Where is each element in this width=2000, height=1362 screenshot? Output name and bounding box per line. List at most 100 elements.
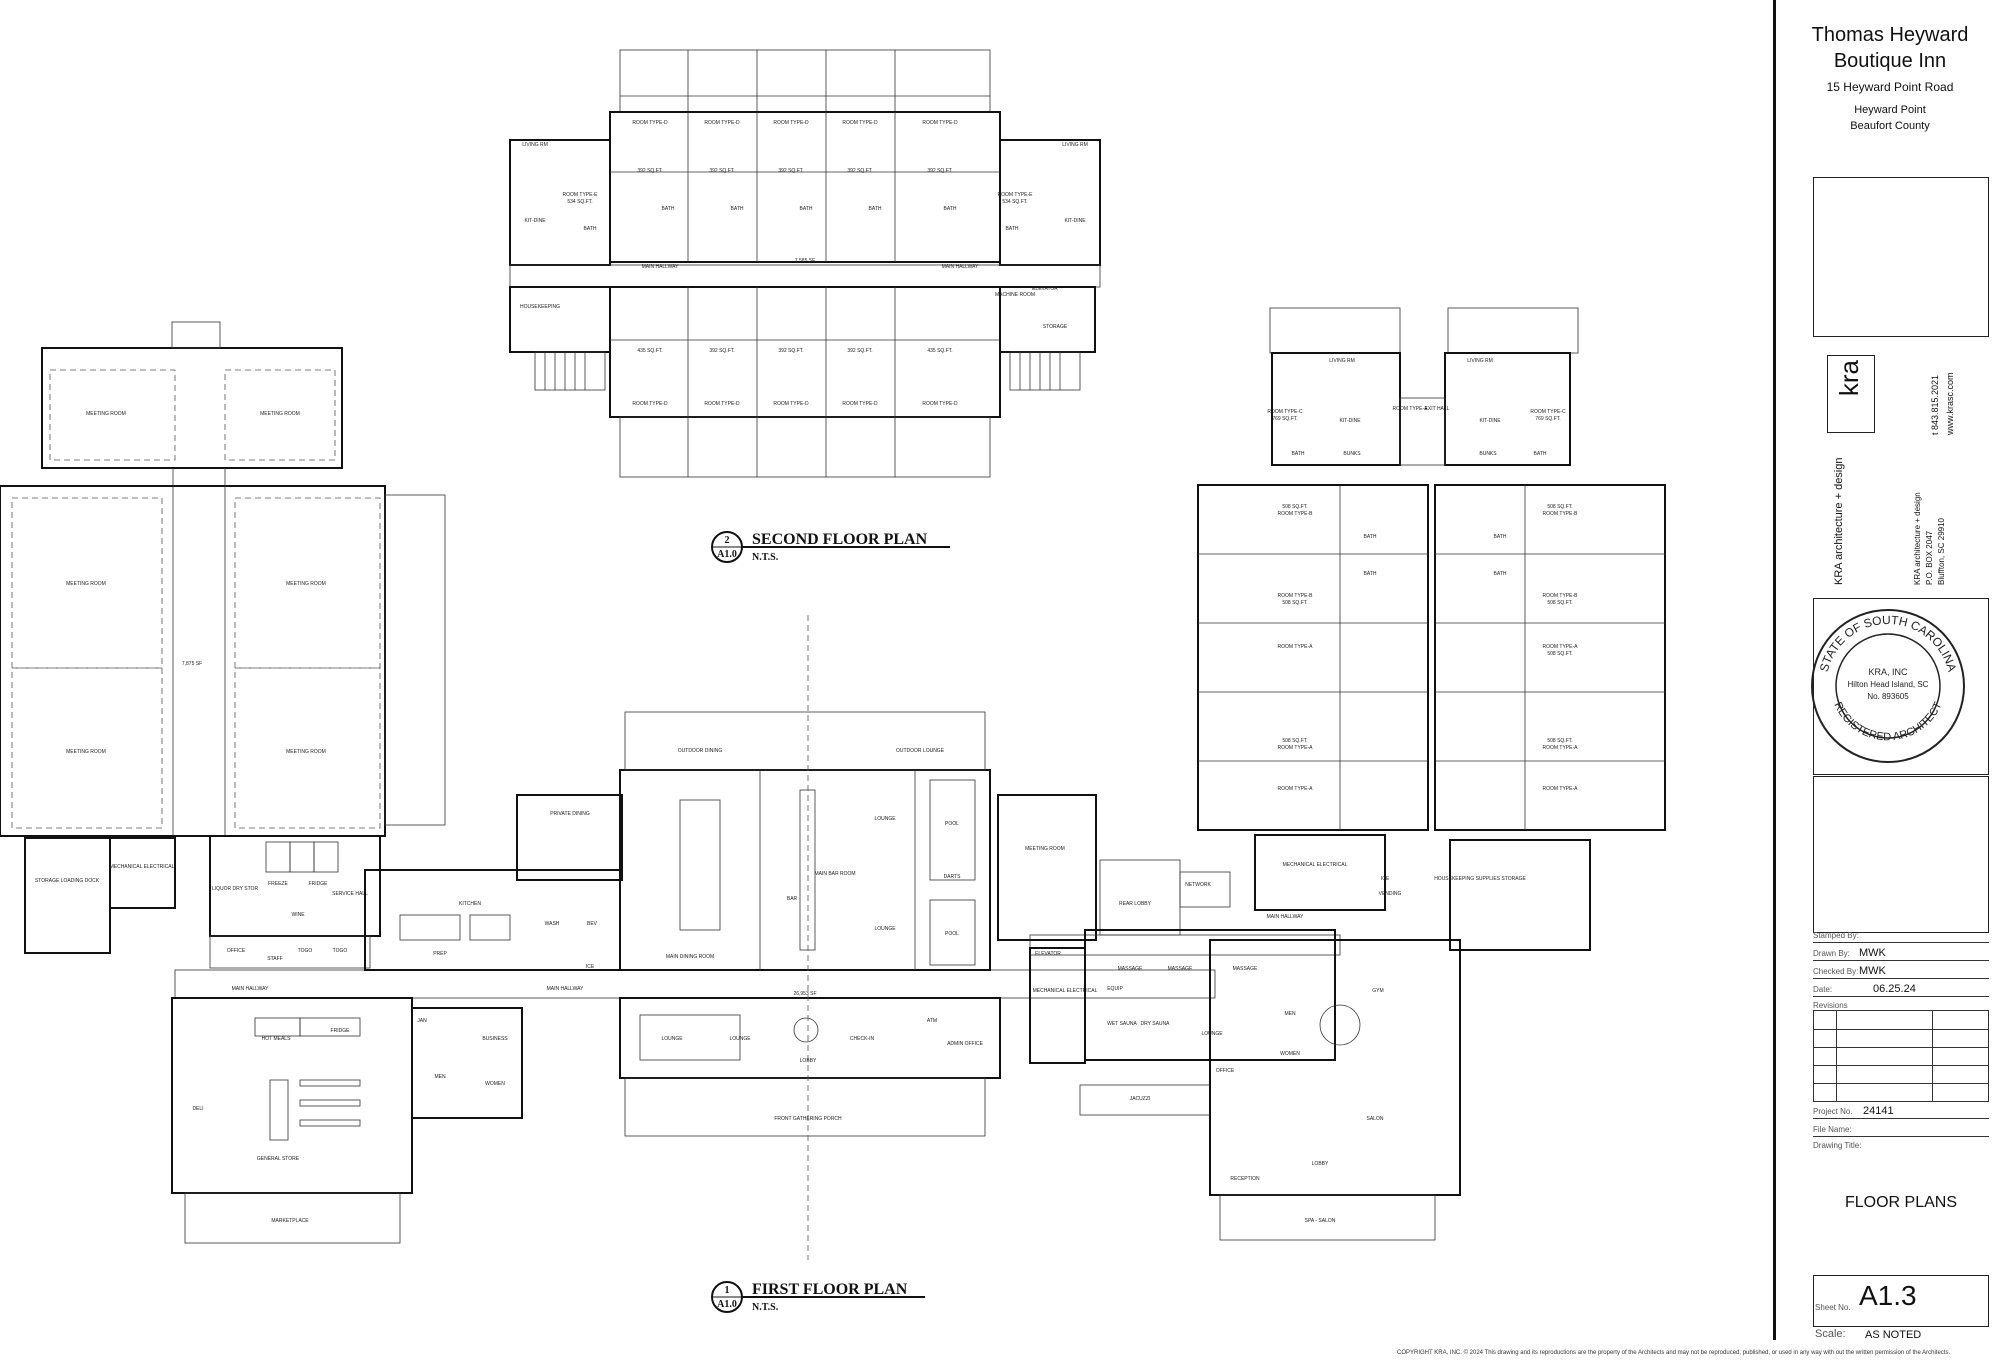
kra-logo-text: kra — [1834, 360, 1864, 397]
housekeeping-storage — [1449, 839, 1591, 951]
room-label-room-b: ROOM TYPE-B — [1543, 593, 1579, 599]
room-label-bath: BATH — [1292, 451, 1305, 457]
meeting-terrace — [384, 494, 446, 826]
drawn-by-value: MWK — [1859, 947, 1886, 959]
room-label-main-bar: MAIN BAR ROOM — [814, 871, 855, 877]
room-label-room-d: ROOM TYPE-D — [922, 120, 958, 126]
date-value: 06.25.24 — [1873, 983, 1916, 995]
room-label-elevator: ELEVATOR — [1035, 951, 1061, 957]
room-label-hallway: MAIN HALLWAY — [1267, 914, 1305, 920]
room-label-room-a: ROOM TYPE-A — [1278, 644, 1314, 650]
room-label-staff: STAFF — [267, 956, 282, 962]
room-label-service-hall: SERVICE HALL — [332, 891, 368, 897]
scale-label: Scale: — [1815, 1328, 1846, 1340]
room-label-room-d: ROOM TYPE-D — [704, 401, 740, 407]
room-label-exit-hall: EXIT HALL — [1425, 406, 1450, 412]
room-label-rear-lobby: REAR LOBBY — [1119, 901, 1152, 907]
drawing-title: FLOOR PLANS — [1844, 1194, 1958, 1211]
room-label-meeting: MEETING ROOM — [1025, 846, 1065, 852]
private-dining-room — [516, 794, 623, 881]
room-label-kit-dine: KIT-DINE — [524, 218, 546, 224]
room-label-hot-meals: HOT MEALS — [262, 1036, 291, 1042]
room-label-bath: BATH — [800, 206, 813, 212]
room-area-label: 392 SQ.FT. — [778, 168, 803, 174]
svg-text:STATE OF SOUTH CAROLINA: STATE OF SOUTH CAROLINA — [1817, 613, 1959, 673]
revisions-row: Revisions — [1813, 1001, 1848, 1010]
room-label-living: LIVING RM — [1467, 358, 1493, 364]
room-area-label: 392 SQ.FT. — [637, 168, 662, 174]
room-label-meeting: MEETING ROOM — [86, 411, 126, 417]
room-label-lobby: LOBBY — [1312, 1161, 1329, 1167]
room-label-meeting: MEETING ROOM — [286, 581, 326, 587]
room-label-ice: ICE — [1381, 876, 1390, 882]
room-area-label: 435 SQ.FT. — [927, 348, 952, 354]
room-label-bath: BATH — [1006, 226, 1019, 232]
second-floor-north-wing — [609, 111, 1001, 263]
file-name-row: File Name: — [1813, 1118, 1989, 1137]
second-floor-title: 2 A1.0 SECOND FLOOR PLAN N.T.S. — [711, 531, 950, 563]
housekeeping-room — [509, 286, 611, 353]
outdoor-dining-terrace — [624, 711, 986, 771]
room-label-bath: BATH — [662, 206, 675, 212]
room-label-meeting: MEETING ROOM — [260, 411, 300, 417]
room-label-living: LIVING RM — [1329, 358, 1355, 364]
room-label-lounge: LOUNGE — [874, 926, 896, 932]
room-label-bath: BATH — [1494, 571, 1507, 577]
room-label-main-dining: MAIN DINING ROOM — [666, 954, 714, 960]
meeting-room-east — [997, 794, 1097, 941]
room-label-vending: VENDING — [1379, 891, 1402, 897]
room-label-meeting: MEETING ROOM — [286, 749, 326, 755]
blank-box-2 — [1813, 776, 1989, 933]
room-label-room-a: ROOM TYPE-A — [1543, 644, 1579, 650]
checked-by-value: MWK — [1859, 965, 1886, 977]
room-label-room-d: ROOM TYPE-D — [773, 401, 809, 407]
room-label-equip: EQUIP — [1107, 986, 1123, 992]
room-area-label: 769 SQ.FT. — [1272, 416, 1297, 422]
room-area-label: 392 SQ.FT. — [847, 168, 872, 174]
mech-elec-east — [1254, 834, 1386, 911]
project-location-1: Heyward Point — [1854, 104, 1926, 116]
room-label-massage: MASSAGE — [1233, 966, 1258, 972]
stamp-line-3: No. 893605 — [1867, 692, 1909, 701]
room-label-wet-sauna: WET SAUNA — [1107, 1021, 1137, 1027]
stamp-outer-text: STATE OF SOUTH CAROLINA — [1817, 613, 1959, 673]
drawing-title-row: Drawing Title: — [1813, 1141, 1862, 1150]
plan-scale: N.T.S. — [752, 1302, 779, 1313]
date-row: Date:06.25.24 — [1813, 978, 1989, 997]
svg-text:REGISTERED ARCHITECT: REGISTERED ARCHITECT — [1831, 700, 1944, 743]
room-area-label: 508 SQ.FT. — [1547, 651, 1572, 657]
plan-title: FIRST FLOOR PLAN — [752, 1281, 908, 1298]
restrooms-business — [411, 1007, 523, 1119]
room-area-label: 508 SQ.FT. — [1547, 600, 1572, 606]
stamp-box — [1813, 598, 1989, 775]
room-label-office: OFFICE — [227, 948, 246, 954]
room-label-jacuzzi: JACUZZI — [1130, 1096, 1151, 1102]
room-label-lounge: LOUNGE — [874, 816, 896, 822]
room-label-housekeeping-storage: HOUSEKEEPING SUPPLIES STORAGE — [1434, 876, 1526, 882]
room-label-room-a: ROOM TYPE-A — [1278, 786, 1314, 792]
room-label-kitchen: KITCHEN — [459, 901, 481, 907]
room-label-room-d: ROOM TYPE-D — [922, 401, 958, 407]
room-label-wine: WINE — [291, 912, 305, 918]
blank-box — [1813, 177, 1989, 337]
room-label-storage: STORAGE — [1043, 324, 1068, 330]
room-label-mech-elec: MECHANICAL ELECTRICAL — [1283, 862, 1348, 868]
room-area-label: 508 SQ.FT. — [1282, 504, 1307, 510]
room-area-label: 508 SQ.FT. — [1547, 738, 1572, 744]
room-label-kit-dine: KIT-DINE — [1064, 218, 1086, 224]
elevator-mech — [1029, 947, 1086, 1064]
room-area-label: 392 SQ.FT. — [709, 348, 734, 354]
room-label-check-in: CHECK-IN — [850, 1036, 875, 1042]
plan-title: SECOND FLOOR PLAN — [752, 531, 928, 548]
room-label-room-d: ROOM TYPE-D — [842, 120, 878, 126]
room-label-liquor: LIQUOR DRY STOR — [212, 886, 259, 892]
room-label-jan: JAN — [417, 1018, 427, 1024]
room-label-elevator: ELEVATOR — [1032, 286, 1058, 292]
room-area-label: 392 SQ.FT. — [778, 348, 803, 354]
room-label-room-a: ROOM TYPE-A — [1543, 786, 1579, 792]
room-label-kit-dine: KIT-DINE — [1479, 418, 1501, 424]
room-label-room-b: ROOM TYPE-B — [1543, 511, 1579, 517]
firm-phone: t 843.815.2021 — [1930, 374, 1940, 435]
east-guest-tower: LIVING RM LIVING RM ROOM TYPE-C 769 SQ.F… — [1197, 307, 1666, 831]
scale-value: AS NOTED — [1865, 1329, 1922, 1341]
